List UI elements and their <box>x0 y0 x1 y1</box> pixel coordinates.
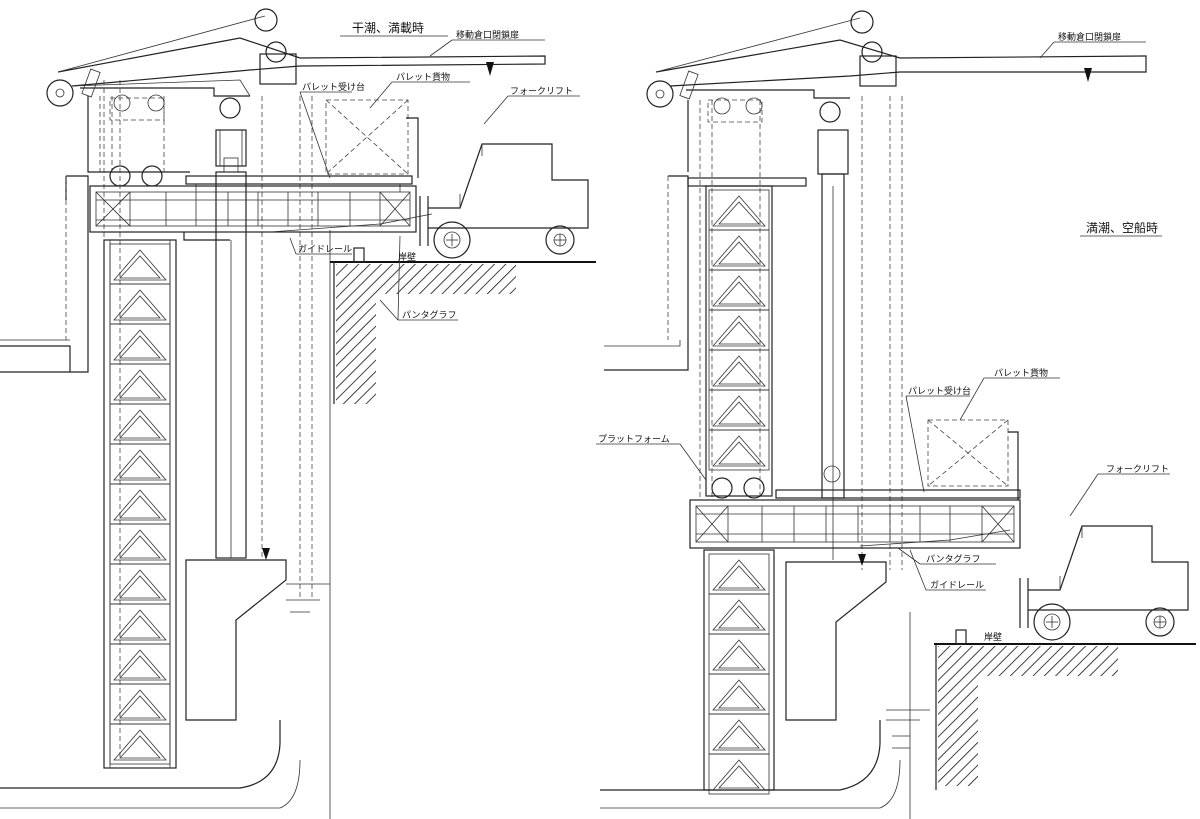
right-ship-hull <box>604 175 689 371</box>
right-title: 満潮、空船時 <box>1086 220 1158 235</box>
right-label-quay-wall: 岸壁 <box>984 631 1002 643</box>
left-label-pallet-table: パレット受け台 <box>302 81 365 93</box>
left-ship-hull <box>0 175 89 373</box>
right-label-pallet-cargo: パレット貨物 <box>994 367 1048 379</box>
right-hatch-cover-boom <box>655 39 1147 87</box>
left-pantograph-beam <box>89 185 417 233</box>
left-label-hatch-cover: 移動倉口閉鎖扉 <box>456 29 519 41</box>
right-platform-tower <box>705 185 773 499</box>
right-pantograph-beam <box>689 499 1021 549</box>
left-label-forklift: フォークリフト <box>510 86 573 97</box>
right-label-hatch-cover: 移動倉口閉鎖扉 <box>1058 31 1121 43</box>
right-pallet-cargo <box>927 419 1009 487</box>
right-label-forklift: フォークリフト <box>1106 464 1169 475</box>
right-truss-tower <box>703 549 775 795</box>
left-label-guide-rail: ガイドレール <box>298 244 352 255</box>
right-platform-deck <box>687 177 807 187</box>
left-forklift <box>419 143 589 259</box>
right-quay-wall <box>934 629 1196 790</box>
right-label-platform: プラットフォーム <box>598 434 670 445</box>
right-label-pallet-table: パレット受け台 <box>908 385 971 397</box>
left-quay-wall <box>330 247 596 404</box>
left-hatch-cover-boom <box>57 37 546 87</box>
left-label-quay-wall: 岸壁 <box>398 251 416 263</box>
left-pallet-cargo <box>325 99 409 175</box>
left-label-pantograph: パンタグラフ <box>402 309 456 321</box>
left-view: 干潮、満載時 移動倉口閉鎖扉 パレット貨物 パレット受け台 フォークリフト ガイ… <box>0 8 596 819</box>
left-truss-tower <box>103 239 177 769</box>
right-label-pantograph: パンタグラフ <box>926 553 980 565</box>
right-view: 満潮、空船時 移動倉口閉鎖扉 パレット貨物 パレット受け台 プラットフォーム フ… <box>596 10 1196 819</box>
left-title: 干潮、満載時 <box>352 20 424 35</box>
left-pier <box>185 559 287 721</box>
right-forklift <box>1019 525 1189 641</box>
left-label-pallet-cargo: パレット貨物 <box>396 71 450 83</box>
right-pallet-table <box>775 489 1021 499</box>
right-label-guide-rail: ガイドレール <box>930 580 984 591</box>
right-pier <box>785 561 887 721</box>
left-pallet-table <box>185 175 413 185</box>
